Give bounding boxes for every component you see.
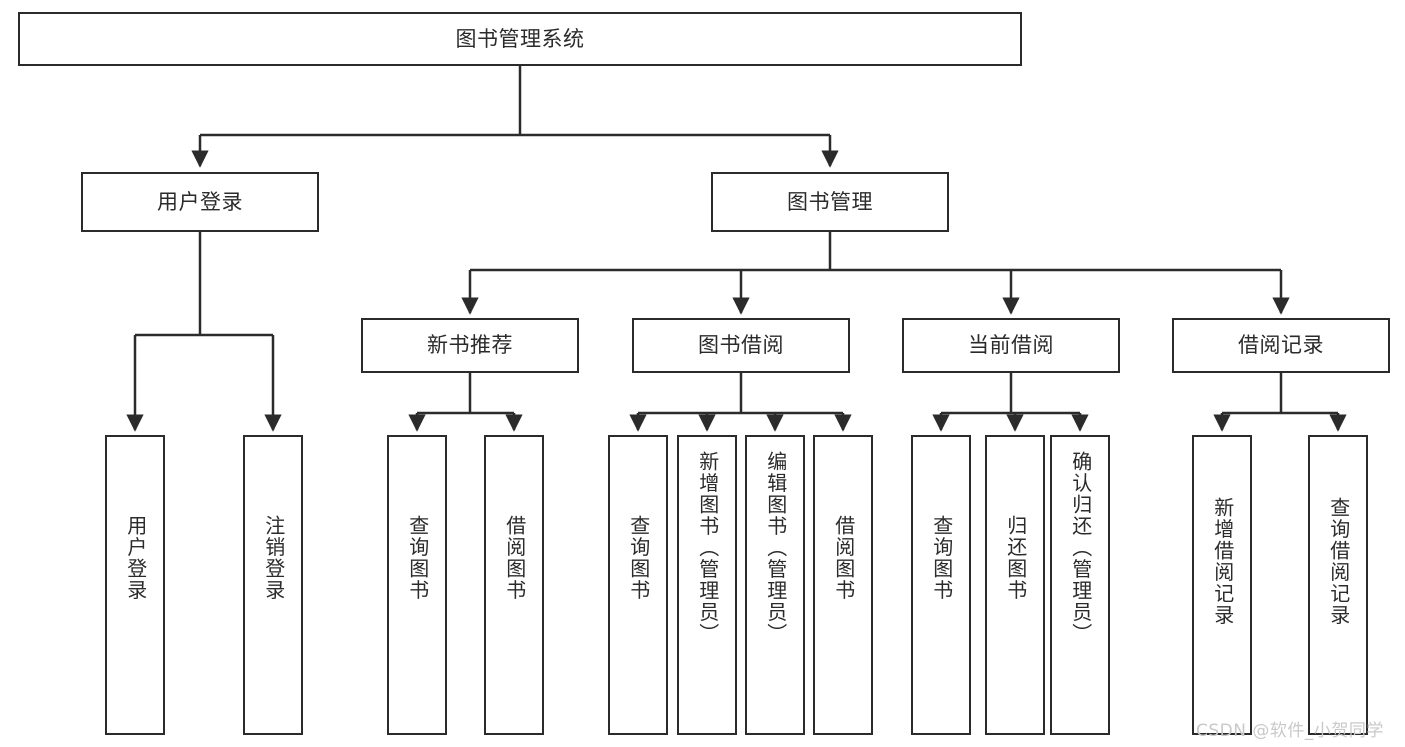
node-leaf-query-book-borrow-label: 查询图书 [626,515,651,601]
node-leaf-borrow-book-rec[interactable]: 借阅图书 [484,435,544,735]
node-leaf-user-logout-label: 注销登录 [261,515,286,601]
node-leaf-edit-book-label: 编辑图书（管理员） [763,451,788,645]
node-leaf-query-record[interactable]: 查询借阅记录 [1308,435,1368,735]
node-leaf-query-record-label: 查询借阅记录 [1326,497,1351,626]
node-book-borrow[interactable]: 图书借阅 [632,318,850,373]
node-leaf-borrow-book-rec-label: 借阅图书 [502,515,527,601]
node-leaf-query-book-rec-label: 查询图书 [405,515,430,601]
node-leaf-add-book[interactable]: 新增图书（管理员） [677,435,737,735]
node-leaf-add-record[interactable]: 新增借阅记录 [1192,435,1252,735]
node-current-borrow[interactable]: 当前借阅 [902,318,1120,373]
node-leaf-borrow-book[interactable]: 借阅图书 [813,435,873,735]
node-leaf-add-book-label: 新增图书（管理员） [695,451,720,645]
node-leaf-user-logout[interactable]: 注销登录 [243,435,303,735]
node-current-borrow-label: 当前借阅 [968,333,1054,358]
node-root-label: 图书管理系统 [455,26,585,51]
node-user-login[interactable]: 用户登录 [81,172,319,232]
node-leaf-confirm-return[interactable]: 确认归还（管理员） [1050,435,1110,735]
node-book-borrow-label: 图书借阅 [698,333,784,358]
node-leaf-return-book[interactable]: 归还图书 [985,435,1045,735]
node-user-login-label: 用户登录 [157,189,243,214]
node-new-book-rec[interactable]: 新书推荐 [361,318,579,373]
node-leaf-query-book-cur-label: 查询图书 [929,515,954,601]
node-root[interactable]: 图书管理系统 [18,12,1022,66]
node-leaf-query-book-borrow[interactable]: 查询图书 [608,435,668,735]
node-borrow-record[interactable]: 借阅记录 [1172,318,1390,373]
node-book-manage-label: 图书管理 [787,189,873,214]
node-leaf-user-login[interactable]: 用户登录 [105,435,165,735]
node-leaf-query-book-cur[interactable]: 查询图书 [911,435,971,735]
node-new-book-rec-label: 新书推荐 [427,333,513,358]
node-leaf-return-book-label: 归还图书 [1003,515,1028,601]
csdn-watermark: CSDN @软件_小贺同学 [1196,721,1384,741]
node-leaf-borrow-book-label: 借阅图书 [831,515,856,601]
node-book-manage[interactable]: 图书管理 [711,172,949,232]
node-leaf-add-record-label: 新增借阅记录 [1210,497,1235,626]
node-leaf-query-book-rec[interactable]: 查询图书 [387,435,447,735]
node-leaf-user-login-label: 用户登录 [123,515,148,601]
node-leaf-edit-book[interactable]: 编辑图书（管理员） [745,435,805,735]
node-borrow-record-label: 借阅记录 [1238,333,1324,358]
node-leaf-confirm-return-label: 确认归还（管理员） [1068,451,1093,645]
